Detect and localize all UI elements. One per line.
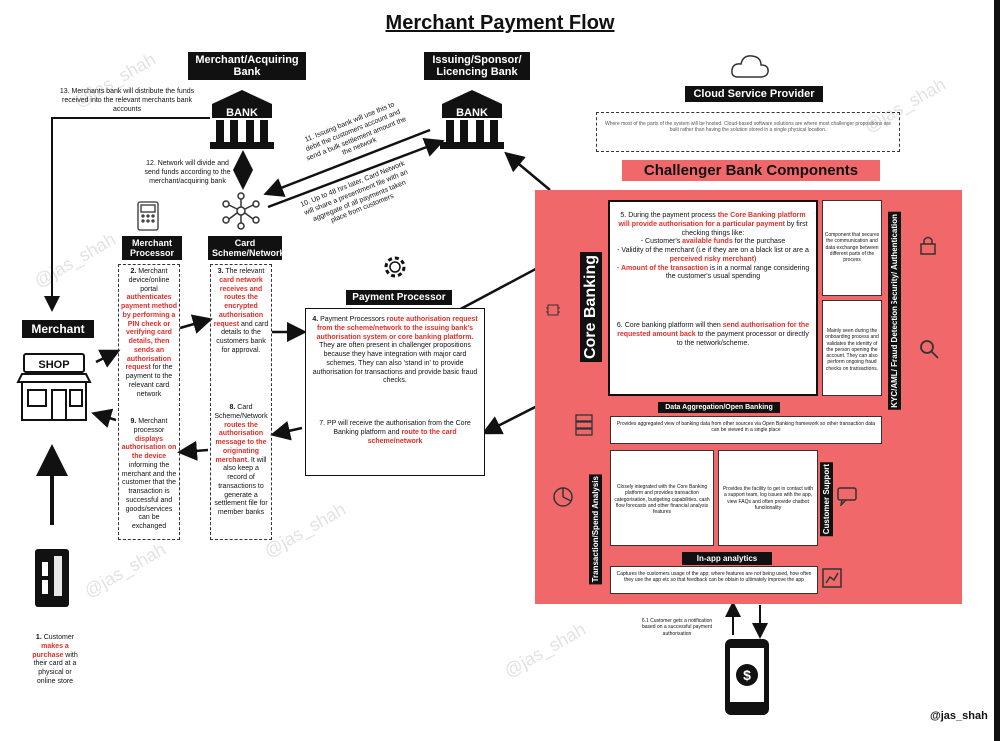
transaction-analysis-description: Closely integrated with the Core Banking… (614, 484, 710, 515)
gear-icon (380, 252, 410, 282)
kyc-description: Mainly seen during the onboarding proces… (825, 328, 879, 372)
in-app-analytics-box (610, 566, 818, 594)
acquiring-bank-label: Merchant/Acquiring Bank (188, 52, 306, 80)
payment-processor-box (305, 308, 485, 476)
step-4-text: 4. Payment Processors route authorisatio… (312, 316, 478, 385)
cloud-icon (730, 52, 770, 80)
network-icon (222, 192, 260, 230)
step-3-text: 3. The relevant card network receives an… (213, 268, 269, 354)
data-aggregation-label: Data Aggregation/Open Banking (658, 402, 780, 413)
svg-text:$: $ (743, 667, 751, 683)
server-icon (575, 414, 593, 436)
in-app-analytics-description: Captures the customers usage of the app;… (616, 571, 812, 584)
step-7-text: 7. PP will receive the authorisation fro… (319, 420, 471, 445)
right-border (994, 0, 1000, 741)
chip-icon (545, 302, 561, 318)
security-description: Component that secures the communication… (824, 232, 880, 263)
transaction-analysis-label: Transaction/Spend Analysis (589, 474, 602, 585)
card-terminal-icon (136, 200, 160, 232)
issuing-bank-label: Issuing/Sponsor/ Licencing Bank (424, 52, 530, 80)
card-scheme-column (210, 264, 272, 540)
kyc-box (822, 300, 882, 396)
card-scheme-label: Card Scheme/Network (208, 236, 285, 260)
merchant-processor-column (118, 264, 180, 540)
customer-support-box (718, 450, 818, 546)
merchant-processor-label: Merchant Processor (122, 236, 182, 260)
customer-support-description: Provides the facility to get in contact … (722, 486, 814, 511)
kyc-label: KYC/AML/ Fraud Detection (888, 304, 901, 410)
step-8-text: 8. Card Scheme/Network routes the author… (214, 404, 268, 516)
payment-processor-label: Payment Processor (346, 290, 452, 305)
bar-chart-icon (822, 568, 842, 588)
transaction-analysis-box (610, 450, 714, 546)
step-2-text: 2. Merchant device/online portal authent… (121, 268, 178, 398)
chat-icon (836, 486, 860, 506)
step-5-text: 5. During the payment process the Core B… (616, 212, 810, 281)
card-icon (34, 548, 70, 608)
core-banking-label: Core Banking (580, 252, 602, 363)
step-6-text: 6. Core banking platform will then send … (616, 322, 810, 347)
shop-sign: SHOP (38, 359, 69, 371)
pie-chart-icon (552, 486, 574, 508)
step-9-text: 9. Merchant processor displays authorisa… (121, 418, 177, 530)
cloud-provider-label: Cloud Service Provider (685, 86, 823, 102)
author-credit: @jas_shah (930, 710, 988, 722)
step-13-text: 13. Merchants bank will distribute the f… (59, 88, 195, 113)
core-banking-box (608, 200, 818, 396)
page-title: Merchant Payment Flow (385, 12, 615, 34)
security-box (822, 200, 882, 296)
bank-icon: BANK (210, 88, 274, 150)
cloud-provider-description: Where most of the parts of the system wi… (596, 112, 900, 152)
shop-icon: SHOP (14, 352, 94, 424)
step-1-text: 1. Customer makes a purchase with their … (32, 634, 78, 685)
lock-icon (918, 234, 938, 256)
bank-icon: BANK (440, 88, 504, 150)
data-aggregation-description: Provides aggregated view of banking data… (616, 421, 876, 434)
bank-sign: BANK (456, 107, 488, 119)
customer-support-label: Customer Support (820, 462, 833, 537)
phone-icon: $ (724, 638, 770, 716)
challenger-bank-label: Challenger Bank Components (622, 160, 880, 181)
merchant-label: Merchant (22, 320, 94, 338)
bank-sign: BANK (226, 107, 258, 119)
data-aggregation-box (610, 416, 882, 444)
security-label: Security/ Authentication (888, 212, 901, 308)
search-icon (918, 338, 940, 360)
step-6-1-text: 6.1 Customer gets a notification based o… (641, 618, 713, 637)
step-12-text: 12. Network will divide and send funds a… (144, 160, 231, 185)
in-app-analytics-label: In-app analytics (682, 552, 772, 565)
